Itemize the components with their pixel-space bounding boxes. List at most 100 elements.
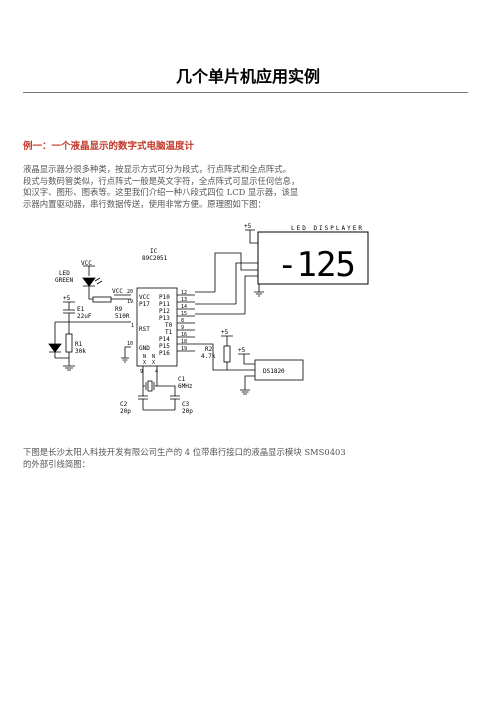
rst-wire [55, 321, 131, 334]
paragraph-line: 液晶显示器分很多种类，按显示方式可分为段式，行点阵式和全点阵式。 [23, 164, 291, 174]
ic-pin-t0: T0 [165, 322, 173, 329]
pin-num-20: 20 [127, 289, 133, 295]
pin-num-19: 19 [127, 299, 133, 305]
c1-value: 6MHz [178, 383, 193, 390]
diode-wire-bottom [49, 351, 61, 358]
paragraph-line: 下图是长沙太阳人科技开发有限公司生产的 4 位带串行接口的液晶显示模块 SMS0… [23, 447, 346, 457]
sensor-power [238, 353, 255, 365]
r9-label: R9 [115, 306, 123, 313]
xtal-pin-9: 9 [140, 369, 143, 375]
circuit-schematic: LED DISPLAYER -125 +5 VCC LED GREEN R9 5… [45, 223, 369, 415]
led-diode-symbol [82, 277, 96, 287]
xtal-wires [142, 366, 158, 387]
ic-vcc-label: VCC [112, 288, 123, 295]
ic-label: IC [150, 248, 158, 255]
page-title: 几个单片机应用实例 [175, 67, 320, 86]
lcd-power-wire [245, 229, 258, 244]
lcd-data-wire-3 [244, 275, 258, 314]
pin-num-14: 14 [181, 304, 187, 310]
ic-pin-gnd: GND [139, 345, 150, 352]
c2-value: 20p [120, 408, 131, 415]
led-wire [83, 285, 95, 300]
pin-num-19b: 19 [181, 346, 187, 352]
pin-num-12: 12 [181, 290, 187, 296]
e1-label: E1 [77, 306, 85, 313]
vcc-top-label: +5 [244, 223, 252, 230]
example1-heading: 例一：一个液晶显示的数字式电脑温度计 [23, 141, 195, 152]
r1-label: R1 [75, 341, 83, 348]
c3-capacitor [157, 385, 180, 410]
paragraph-line: 的外部引线简图： [23, 458, 90, 469]
intro-paragraph: 液晶显示器分很多种类，按显示方式可分为段式，行点阵式和全点阵式。 段式与数码管类… [23, 164, 323, 210]
left-ground [55, 352, 75, 371]
c3-value: 20p [182, 408, 193, 415]
pin-num-15: 15 [181, 311, 187, 317]
ic-pin-p17: P17 [139, 301, 150, 308]
r2-power [221, 335, 233, 346]
r2-resistor [223, 345, 231, 363]
diode-symbol [48, 343, 62, 353]
e1-capacitor [63, 301, 75, 322]
module-paragraph: 下图是长沙太阳人科技开发有限公司生产的 4 位带串行接口的液晶显示模块 SMS0… [23, 447, 363, 470]
ic-right-pin-lines [177, 294, 195, 352]
sensor-label: DS1820 [263, 368, 285, 375]
plus5-c-label: +5 [238, 347, 246, 354]
ic-pin-p16: P16 [159, 350, 170, 357]
vcc-rail [83, 265, 95, 276]
led-label: LED [59, 270, 70, 277]
c2-capacitor [138, 386, 148, 410]
plus5-a-label: +5 [63, 295, 71, 302]
e1-value: 22uF [77, 313, 92, 320]
lcd-data-wire-1 [214, 252, 258, 292]
r9-resistor [92, 296, 112, 303]
lcd-data-wire-2 [235, 262, 258, 304]
sensor-wires [237, 369, 255, 395]
c3-label: C3 [182, 401, 190, 408]
ic-pin-p13: P13 [159, 315, 170, 322]
pin-num-10: 10 [127, 341, 133, 347]
diode-value: 4148 [45, 361, 46, 368]
ic-part: 89C2051 [142, 255, 168, 262]
plus5-b-label: +5 [221, 329, 229, 336]
lcd-display-box [257, 231, 369, 285]
paragraph-line: 段式与数码管类似，行点阵式一般是英文字符，全点阵式可显示任何信息， [23, 175, 300, 186]
pin-num-9: 9 [181, 325, 184, 331]
lcd-digits: -125 [277, 245, 355, 285]
c1-label: C1 [178, 376, 186, 383]
pin-num-13: 13 [181, 297, 187, 303]
lcd-ground [254, 284, 264, 297]
ic-pin-p12: P12 [159, 308, 170, 315]
ic-pin-t1: T1 [165, 329, 173, 336]
r1-resistor [65, 333, 73, 353]
led-color-label: GREEN [55, 277, 73, 284]
ic-to-lcd-wires [195, 291, 245, 315]
paragraph-line: 示器内置驱动器，串行数据传送，使用非常方便。原理图如下图： [23, 198, 266, 209]
ic-pin-p15: P15 [159, 343, 170, 350]
ic-nc-4: X [152, 360, 155, 366]
r1-value: 30k [75, 348, 86, 355]
pin-num-8: 8 [181, 318, 184, 324]
ic-ground [121, 346, 131, 363]
ic-pin-p11: P11 [159, 301, 170, 308]
r2-label: R2 [205, 346, 213, 353]
pin-num-16: 16 [181, 332, 187, 338]
lcd-label: LED DISPLAYER [291, 225, 364, 232]
ic-pin-rst: RST [139, 326, 150, 333]
paragraph-line: 如汉字、图形、图表等。这里我们介绍一种八段式四位 LCD 显示器，该显 [23, 187, 299, 198]
led-emission-marks [94, 277, 103, 285]
ic-pin-p14: P14 [159, 336, 170, 343]
crystal [147, 380, 153, 392]
r2-value: 4.7k [201, 353, 216, 360]
xtal-pin-4: 4 [155, 369, 158, 375]
r9-value: 510R [115, 313, 130, 320]
ic-nc-1: N [143, 354, 146, 360]
ic-pin-vcc: VCC [139, 294, 150, 301]
pin-num-18: 18 [181, 339, 187, 345]
pin-num-1: 1 [131, 323, 134, 329]
c2-label: C2 [120, 401, 128, 408]
vcc-label: VCC [81, 260, 92, 267]
ic-pin-p10: P10 [159, 294, 170, 301]
ic-to-sensor-wire [195, 343, 237, 371]
ic-nc-3: N [152, 354, 155, 360]
xtal-plates [145, 382, 155, 390]
